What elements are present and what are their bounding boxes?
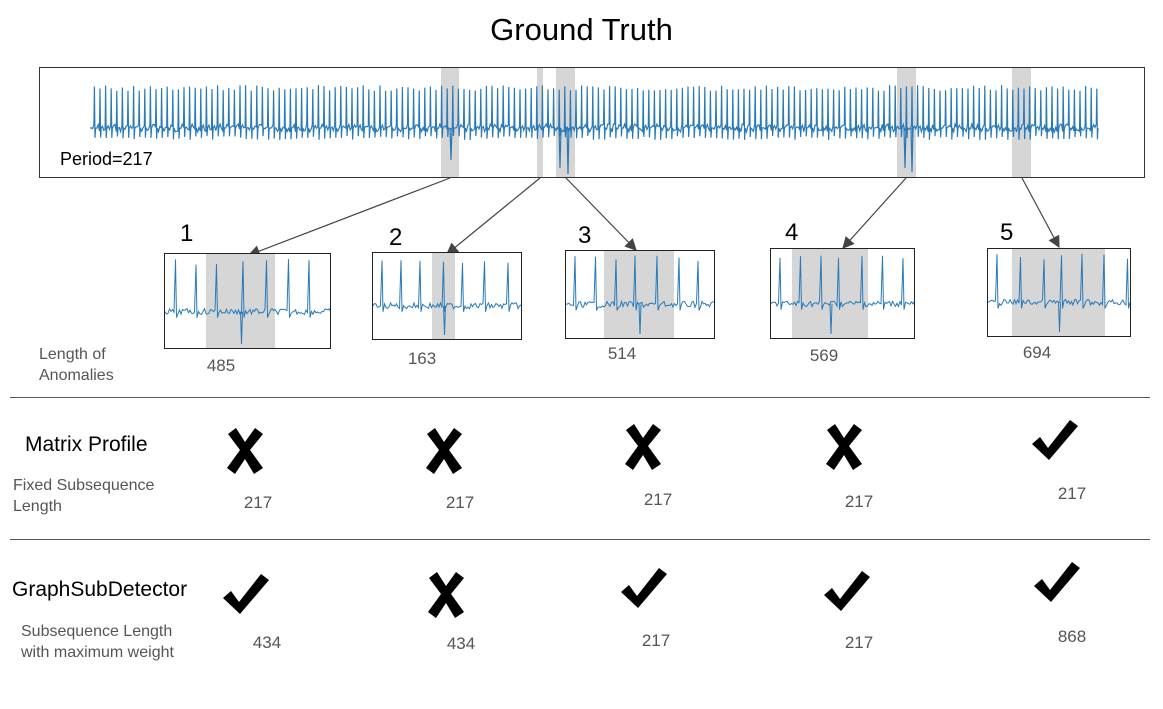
anomaly-zoom-dip	[443, 305, 446, 336]
anomaly-number-4: 4	[785, 219, 799, 246]
divider-1	[10, 397, 1150, 398]
anomaly-zoom-plot	[165, 254, 330, 348]
page-title: Ground Truth	[490, 12, 673, 47]
anomaly-zoom-line	[988, 253, 1130, 309]
anomaly-zoom-box-2	[372, 252, 522, 340]
result-length: 217	[1057, 484, 1087, 503]
anomaly-dip	[558, 127, 562, 169]
anomaly-number-2: 2	[389, 224, 403, 251]
anomaly-zoom-line	[771, 255, 914, 310]
anomaly-zoom-box-1	[164, 253, 331, 349]
connector-arrow-4	[842, 177, 907, 249]
cross-icon	[418, 424, 470, 476]
anomaly-number-5: 5	[1000, 219, 1014, 246]
anomaly-zoom-plot	[566, 251, 714, 338]
anomaly-band-2	[537, 68, 543, 177]
anomaly-band-1	[441, 68, 459, 177]
divider-2	[10, 539, 1150, 540]
anomaly-number-3: 3	[578, 222, 592, 249]
result-length: 217	[641, 631, 671, 650]
anomaly-zoom-box-5	[987, 248, 1131, 337]
anomaly-length-3: 514	[607, 344, 637, 363]
anomaly-zoom-dip	[829, 303, 833, 335]
result-length: 217	[643, 490, 673, 509]
method-subtitle-matrix-profile: Fixed Subsequence Length	[13, 477, 155, 515]
result-length: 868	[1057, 627, 1087, 646]
time-series-plot	[89, 68, 1099, 177]
anomaly-number-1: 1	[180, 220, 194, 247]
anomaly-zoom-line	[373, 260, 521, 312]
method-subtitle-graphsubdetector: Subsequence Length with maximum weight	[21, 623, 174, 661]
anomaly-length-2: 163	[407, 349, 437, 368]
anomaly-highlight	[792, 249, 868, 338]
time-series-panel	[39, 67, 1145, 178]
anomaly-dip	[449, 127, 453, 161]
length-row-label: Length of Anomalies	[39, 346, 114, 384]
anomaly-zoom-plot	[771, 249, 914, 338]
cross-icon	[420, 568, 472, 620]
cross-icon	[219, 424, 271, 476]
result-length: 217	[844, 633, 874, 652]
connector-arrow-3	[565, 177, 637, 251]
anomaly-highlight	[432, 253, 455, 339]
period-label: Period=217	[60, 149, 153, 169]
connector-arrow-2	[446, 177, 541, 255]
anomaly-length-4: 569	[809, 346, 839, 365]
check-icon	[1028, 414, 1080, 466]
method-name-graphsubdetector: GraphSubDetector	[12, 578, 188, 601]
check-icon	[219, 568, 271, 620]
anomaly-zoom-plot	[373, 253, 521, 339]
result-length: 217	[243, 493, 273, 512]
result-length: 217	[445, 493, 475, 512]
anomaly-zoom-dip	[1058, 302, 1061, 333]
check-icon	[617, 562, 669, 614]
anomaly-zoom-plot	[988, 249, 1130, 336]
anomaly-dip	[566, 127, 570, 175]
result-length: 434	[446, 634, 476, 653]
cross-icon	[617, 420, 669, 472]
anomaly-zoom-box-3	[565, 250, 715, 339]
result-length: 434	[252, 633, 282, 652]
check-icon	[1030, 556, 1082, 608]
anomaly-zoom-dip	[638, 304, 642, 335]
method-name-matrix-profile: Matrix Profile	[25, 433, 148, 456]
check-icon	[820, 565, 872, 617]
anomaly-band-5	[1012, 68, 1031, 177]
anomaly-zoom-box-4	[770, 248, 915, 339]
anomaly-highlight	[1012, 249, 1105, 336]
connector-arrow-1	[247, 177, 451, 257]
anomaly-length-1: 485	[206, 356, 236, 375]
anomaly-zoom-dip	[240, 311, 243, 345]
cross-icon	[818, 420, 870, 472]
connector-arrow-5	[1021, 177, 1060, 249]
result-length: 217	[844, 492, 874, 511]
anomaly-dip	[910, 127, 914, 173]
time-series-line	[89, 85, 1099, 141]
anomaly-dip	[903, 127, 907, 169]
anomaly-length-5: 694	[1022, 343, 1052, 362]
anomaly-zoom-line	[165, 259, 330, 318]
anomaly-zoom-line	[566, 255, 714, 311]
